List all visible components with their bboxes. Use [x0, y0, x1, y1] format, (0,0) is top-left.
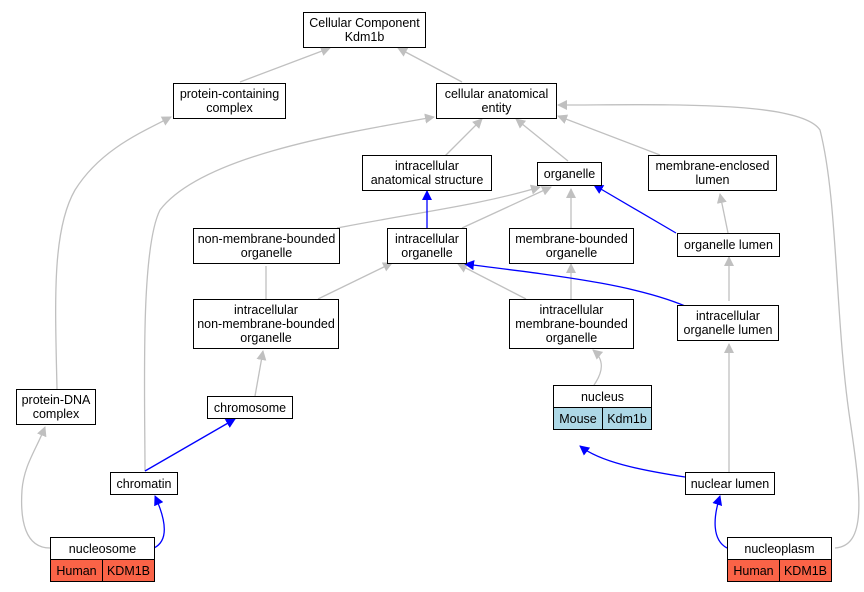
edge-chromatin-to-chromosome	[144, 418, 236, 472]
edge-chromosome-to-inmbo	[254, 350, 267, 397]
edge-ias-to-cae	[444, 118, 483, 157]
node-intracellular-anatomical-structure[interactable]: intracellular anatomical structure	[362, 155, 492, 191]
node-organelle[interactable]: organelle	[537, 162, 602, 186]
edge-imbo-to-io	[457, 263, 527, 300]
node-non-membrane-bounded-organelle[interactable]: non-membrane-bounded organelle	[193, 228, 340, 264]
node-membrane-bounded-organelle[interactable]: membrane-bounded organelle	[509, 228, 634, 264]
edge-nmbo-to-org	[336, 184, 541, 229]
node-chromosome[interactable]: chromosome	[207, 396, 293, 419]
node-nucleosome[interactable]: nucleosome Human KDM1B	[50, 537, 155, 582]
edge-ol-to-mel	[716, 193, 729, 234]
node-nucleoplasm[interactable]: nucleoplasm Human KDM1B	[727, 537, 832, 582]
species-tag-human: Human	[728, 560, 779, 581]
edge-inmbo-to-io	[317, 262, 393, 300]
node-nuclear-lumen[interactable]: nuclear lumen	[685, 472, 775, 495]
node-nucleoplasm-title: nucleoplasm	[728, 538, 831, 560]
edge-chromatin-to-cae	[143, 113, 435, 472]
node-chromatin[interactable]: chromatin	[110, 472, 178, 495]
node-intracellular-organelle-lumen[interactable]: intracellular organelle lumen	[677, 305, 779, 341]
species-tag-human: Human	[51, 560, 102, 581]
node-intracellular-membrane-bounded-organelle[interactable]: intracellular membrane-bounded organelle	[509, 299, 634, 349]
gene-tag-kdm1b: KDM1B	[102, 560, 154, 581]
node-membrane-enclosed-lumen[interactable]: membrane-enclosed lumen	[648, 155, 777, 191]
node-protein-containing-complex[interactable]: protein-containing complex	[173, 83, 286, 119]
node-organelle-lumen[interactable]: organelle lumen	[677, 233, 780, 257]
edge-nuclear-lumen-to-nucleus	[579, 445, 686, 478]
edge-org-to-cae	[515, 118, 569, 162]
edge-io-to-org	[461, 186, 552, 229]
edge-nucleoplasm-to-cae	[557, 99, 860, 549]
gene-tag-kdm1b: KDM1B	[779, 560, 831, 581]
gene-tag-kdm1b: Kdm1b	[602, 408, 651, 429]
node-cellular-anatomical-entity[interactable]: cellular anatomical entity	[436, 83, 557, 119]
node-intracellular-non-membrane-bounded-organelle[interactable]: intracellular non-membrane-bounded organ…	[193, 299, 339, 349]
edge-ol-to-org	[593, 184, 677, 234]
edge-nucleosome-to-pdc	[20, 426, 51, 549]
node-nucleosome-title: nucleosome	[51, 538, 154, 560]
node-cellular-component-kdm1b[interactable]: Cellular Component Kdm1b	[303, 12, 426, 48]
node-protein-dna-complex[interactable]: protein-DNA complex	[16, 389, 96, 425]
node-nucleus[interactable]: nucleus Mouse Kdm1b	[553, 385, 652, 430]
edge-cae-to-root	[397, 47, 463, 83]
node-intracellular-organelle[interactable]: intracellular organelle	[387, 228, 467, 264]
edge-pdc-to-ppc	[55, 116, 172, 390]
species-tag-mouse: Mouse	[554, 408, 602, 429]
edge-iol-to-io	[464, 260, 693, 310]
edge-nucleoplasm-to-nuclear-lumen	[712, 495, 728, 549]
edge-nucleosome-to-chromatin	[153, 495, 165, 549]
edge-ppc-to-root	[239, 46, 331, 83]
edge-mel-to-cae	[557, 114, 661, 156]
node-nucleus-title: nucleus	[554, 386, 651, 408]
edge-nucleus-to-imbo	[592, 349, 604, 386]
